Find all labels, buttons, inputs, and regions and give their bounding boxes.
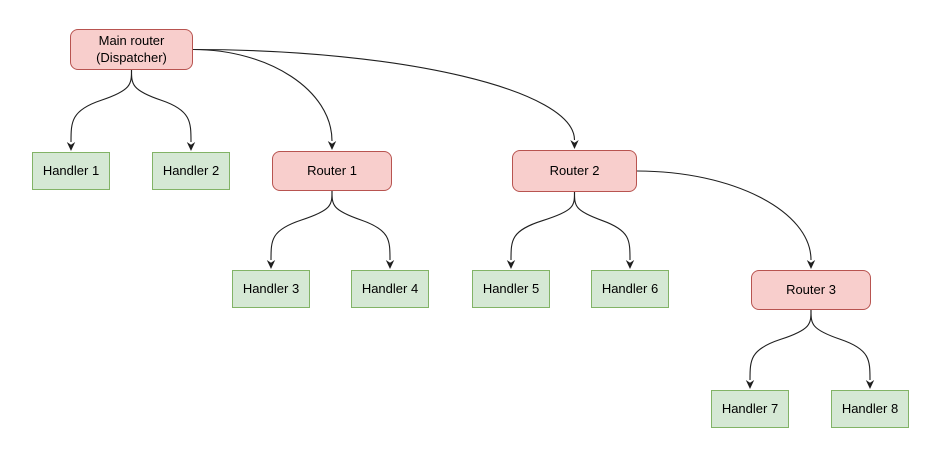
edge-router-1-to-handler-4 xyxy=(331,190,395,269)
edge-router-2-to-router-3 xyxy=(636,170,816,269)
edge-main-to-router-2 xyxy=(192,48,579,149)
node-label: Handler 8 xyxy=(841,400,899,416)
node-router-2[interactable]: Router 2 xyxy=(512,150,637,192)
node-handler-3[interactable]: Handler 3 xyxy=(232,270,310,308)
node-label: Handler 2 xyxy=(162,162,220,178)
node-label: Handler 3 xyxy=(242,280,300,296)
edge-main-to-handler-2 xyxy=(130,69,196,151)
edge-router-2-to-handler-5 xyxy=(506,191,576,269)
node-label: Main router (Dispatcher) xyxy=(96,33,167,65)
node-handler-5[interactable]: Handler 5 xyxy=(472,270,550,308)
edge-router-1-to-handler-3 xyxy=(266,190,333,269)
node-handler-8[interactable]: Handler 8 xyxy=(831,390,909,428)
node-label: Handler 7 xyxy=(721,400,779,416)
node-handler-4[interactable]: Handler 4 xyxy=(351,270,429,308)
node-label: Handler 6 xyxy=(601,280,659,296)
node-router-3[interactable]: Router 3 xyxy=(751,270,871,310)
edge-main-to-handler-1 xyxy=(66,69,133,151)
edge-router-2-to-handler-6 xyxy=(573,191,635,269)
node-main-router[interactable]: Main router (Dispatcher) xyxy=(70,29,193,70)
node-handler-6[interactable]: Handler 6 xyxy=(591,270,669,308)
node-label: Handler 1 xyxy=(42,162,100,178)
node-label: Router 3 xyxy=(786,281,836,297)
node-label: Handler 4 xyxy=(361,280,419,296)
edge-router-3-to-handler-7 xyxy=(745,309,812,389)
node-label: Router 1 xyxy=(307,162,357,178)
node-handler-7[interactable]: Handler 7 xyxy=(711,390,789,428)
edge-router-3-to-handler-8 xyxy=(810,309,875,389)
node-router-1[interactable]: Router 1 xyxy=(272,151,392,191)
node-handler-2[interactable]: Handler 2 xyxy=(152,152,230,190)
node-label: Handler 5 xyxy=(482,280,540,296)
node-handler-1[interactable]: Handler 1 xyxy=(32,152,110,190)
node-label: Router 2 xyxy=(549,162,600,178)
edge-main-to-router-1 xyxy=(192,48,337,150)
